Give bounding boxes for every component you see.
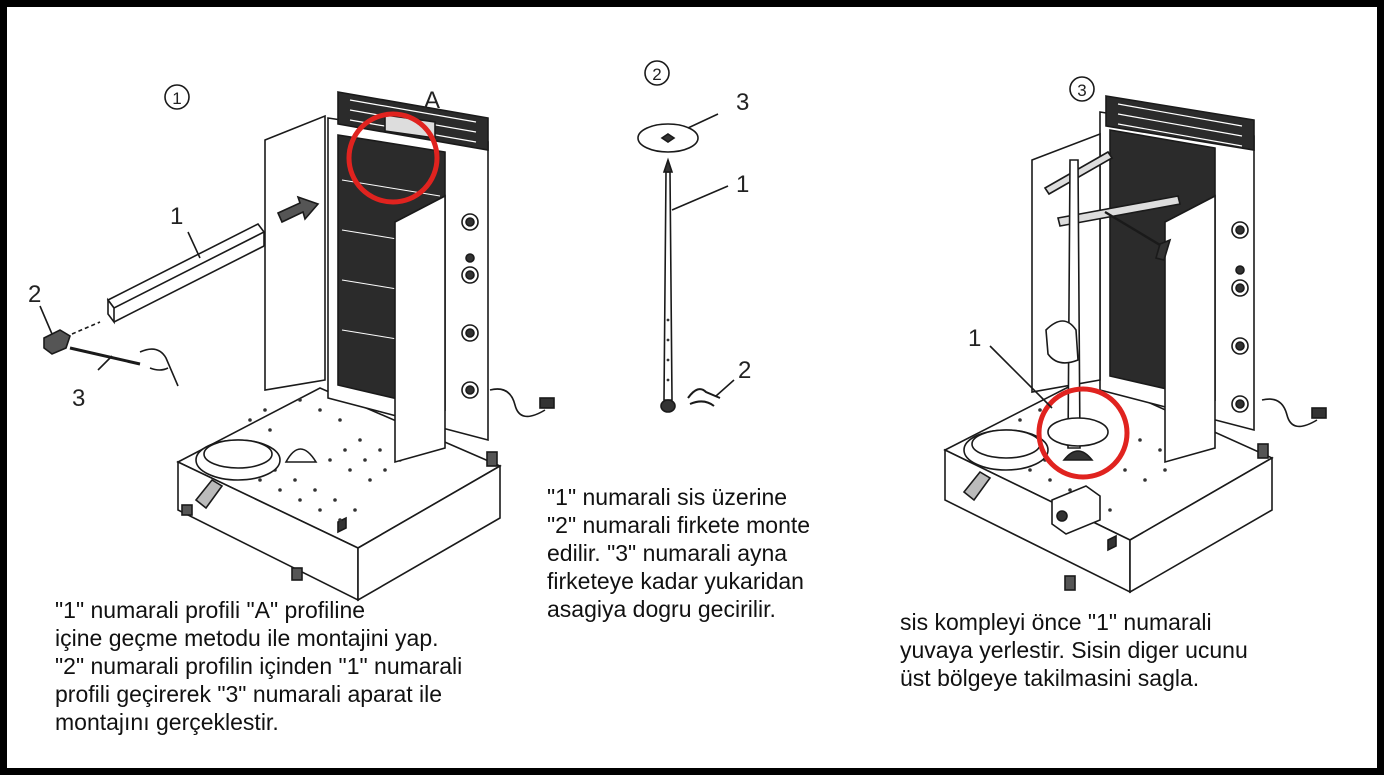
right-shield xyxy=(394,194,446,464)
top-burner-slots xyxy=(1117,103,1243,147)
caption-line: "1" numarali profili "A" profiline xyxy=(55,597,366,623)
caption-line: firketeye kadar yukaridan xyxy=(547,568,804,594)
clamp-part-2 xyxy=(43,329,71,355)
step-2-number-circle xyxy=(644,60,670,86)
spit-base-cone xyxy=(1062,450,1094,461)
motor-shaft xyxy=(1056,510,1068,522)
leader-line-part-1 xyxy=(671,185,729,211)
leader-line-part-2 xyxy=(39,305,53,335)
base-tray-side xyxy=(357,464,501,602)
leader-line-part-1 xyxy=(989,345,1053,409)
step-2-caption: "1" numarali sis üzerine"2" numarali fir… xyxy=(547,483,810,623)
top-crossbar xyxy=(1057,195,1181,227)
base-foot xyxy=(181,504,193,516)
highlight-circle-a xyxy=(346,111,440,205)
skewer-knob xyxy=(660,399,676,413)
step-2-figure: 2 3 1 2 xyxy=(637,60,751,413)
mirror-disc xyxy=(1047,417,1109,447)
step-3-figure: 3 xyxy=(943,76,1327,594)
base-foot xyxy=(486,451,498,467)
profile-part-1-edge xyxy=(113,245,265,323)
rod-part-3 xyxy=(69,346,141,366)
control-knobs xyxy=(1231,221,1249,413)
power-cable xyxy=(489,388,546,418)
control-knobs xyxy=(461,213,479,399)
top-burners xyxy=(1105,95,1255,151)
profile-part-1 xyxy=(106,222,266,310)
skewer-part-1 xyxy=(663,171,673,401)
step-3-number: 3 xyxy=(1077,81,1086,100)
step-1-number-circle xyxy=(164,84,190,110)
bowl-handle xyxy=(962,470,992,502)
label-part-1: 1 xyxy=(736,171,749,198)
leader-line-part-1 xyxy=(187,231,201,259)
leader-line-part-3 xyxy=(97,355,113,371)
step-1-number: 1 xyxy=(172,89,181,108)
power-cable xyxy=(1261,398,1318,428)
label-part-1: 1 xyxy=(170,203,183,230)
hairpin-part-2-leg xyxy=(689,400,715,407)
left-shield xyxy=(264,114,326,391)
hanging-rod xyxy=(1104,210,1166,250)
drip-bowl-rim xyxy=(971,429,1041,459)
step-3-number-circle xyxy=(1069,76,1095,102)
base-foot xyxy=(1257,443,1269,459)
power-switch xyxy=(1107,534,1117,552)
caption-line: profili geçirerek "3" numarali aparat il… xyxy=(55,681,443,707)
step-2-number: 2 xyxy=(652,65,661,84)
assembly-guide xyxy=(71,321,101,335)
bowl-handle xyxy=(194,478,224,510)
skewer-in-place xyxy=(1067,159,1081,449)
caption-line: montajını gerçeklestir. xyxy=(55,709,279,735)
rod-clip xyxy=(1155,238,1172,261)
base-foot xyxy=(291,567,303,581)
caption-line: asagiya dogru gecirilir. xyxy=(547,596,776,622)
disc-center-hole xyxy=(660,133,676,143)
caption-line: yuvaya yerlestir. Sisin diger ucunu xyxy=(900,637,1248,663)
base-foot xyxy=(1064,575,1076,591)
motor-box xyxy=(1051,485,1101,535)
base-tray-side xyxy=(1129,456,1273,594)
label-part-3: 3 xyxy=(72,385,85,412)
label-part-2: 2 xyxy=(28,281,41,308)
leader-line-part-3 xyxy=(687,113,719,129)
hand-outline xyxy=(139,348,179,387)
caption-line: "2" numarali firkete monte xyxy=(547,512,811,538)
caption-line: "2" numarali profilin içinden "1" numara… xyxy=(55,653,463,679)
caption-line: "1" numarali sis üzerine xyxy=(547,484,788,510)
skewer-tip xyxy=(662,157,674,173)
caption-line: sis kompleyi önce "1" numarali xyxy=(900,609,1212,635)
label-part-1: 1 xyxy=(968,325,981,352)
power-plug xyxy=(539,397,555,409)
label-a: A xyxy=(424,87,440,114)
insert-arrow xyxy=(276,195,320,224)
label-part-2: 2 xyxy=(738,357,751,384)
hairpin-part-2 xyxy=(687,388,721,399)
power-plug xyxy=(1311,407,1327,419)
highlight-circle-socket xyxy=(1036,386,1130,480)
label-part-3: 3 xyxy=(736,89,749,116)
hand-outline xyxy=(1045,320,1079,364)
leader-line-part-2 xyxy=(715,379,735,397)
spit-base-cone xyxy=(284,448,318,463)
skewer-holes xyxy=(666,318,670,382)
drip-bowl-rim xyxy=(203,439,273,469)
step-1-figure: 1 xyxy=(28,84,555,602)
caption-line: üst bölgeye takilmasini sagla. xyxy=(900,665,1200,691)
right-shield xyxy=(1164,194,1216,464)
caption-line: edilir. "3" numarali ayna xyxy=(547,540,788,566)
caption-line: içine geçme metodu ile montajini yap. xyxy=(55,625,439,651)
